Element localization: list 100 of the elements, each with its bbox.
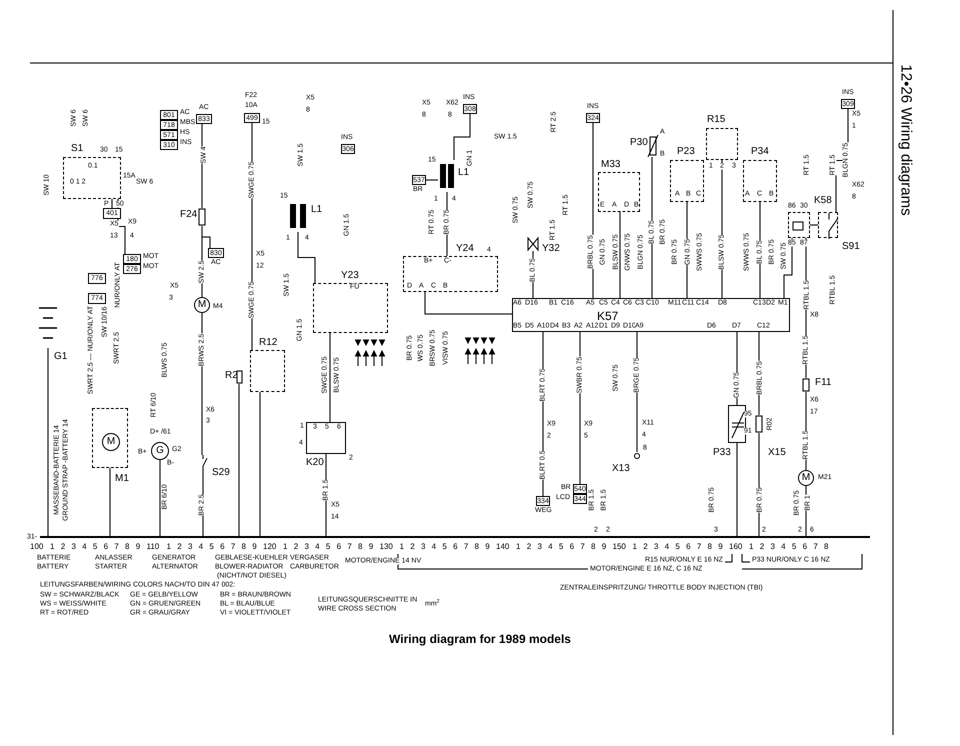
wire	[784, 238, 792, 298]
scale-number: 3	[537, 543, 542, 551]
component-label: K20	[306, 458, 324, 468]
scale-number: 140	[496, 543, 510, 551]
scale-number: 1	[632, 543, 637, 551]
scale-number: 3	[654, 543, 658, 551]
wire	[810, 224, 818, 226]
scale-number: 100	[30, 543, 44, 551]
scale-number: 7	[114, 543, 119, 551]
component-label: M1	[115, 474, 129, 484]
fuse-symbol	[198, 208, 206, 226]
resistor-symbol	[236, 370, 243, 384]
scale-number: 8	[591, 543, 596, 551]
scale-number: 5	[209, 543, 214, 551]
scale-number: 1	[400, 543, 404, 551]
relay-outline	[788, 212, 810, 238]
component-label: P34	[751, 147, 769, 157]
scale-number: 2	[643, 543, 648, 551]
scale-number: 6	[686, 543, 691, 551]
wire	[454, 114, 470, 160]
scale-number: 8	[708, 543, 712, 551]
scale-number: 7	[230, 543, 236, 551]
scale-number: 3	[71, 543, 76, 551]
valve-symbol	[527, 237, 539, 251]
scale-number: 4	[315, 543, 320, 551]
scale-number: 3	[420, 543, 426, 551]
scale-number: 8	[125, 543, 130, 551]
scale-number: 4	[198, 543, 204, 551]
scale-number: 2	[294, 543, 298, 551]
scale-number: 2	[526, 543, 532, 551]
component-label: L1	[311, 205, 322, 215]
scale-number: 1	[166, 543, 171, 551]
component-label: P33	[713, 448, 731, 458]
scale-number: 1	[50, 543, 54, 551]
symbol-letter: M	[106, 435, 116, 449]
scale-number: 7	[580, 543, 585, 551]
scale-number: 3	[188, 543, 192, 551]
scale-number: 6	[220, 543, 225, 551]
scale-number: 8	[474, 543, 479, 551]
scale-number: 5	[92, 543, 98, 551]
component-label: Y24	[456, 244, 474, 254]
component-label: S91	[842, 242, 860, 252]
scale-number: 4	[82, 543, 87, 551]
scale-number: 3	[304, 543, 309, 551]
scale-number: 2	[410, 543, 415, 551]
scale-number: 7	[813, 543, 818, 551]
scale-number: 5	[442, 543, 447, 551]
component-label: F24	[180, 210, 198, 220]
scale-number: 4	[781, 543, 786, 551]
scale-number: 6	[802, 543, 808, 551]
scale-number: 9	[136, 543, 140, 551]
scale-number: 6	[453, 543, 458, 551]
figure-caption: Wiring diagram for 1989 models	[389, 631, 571, 648]
component-label: Y32	[542, 244, 560, 254]
scale-number: 130	[380, 543, 393, 551]
scale-number: 7	[347, 543, 352, 551]
scale-number: 5	[792, 543, 796, 551]
scale-number: 8	[824, 543, 828, 551]
scale-number: 4	[664, 543, 670, 551]
sensor-symbol	[648, 135, 658, 157]
scale-number: 2	[760, 543, 764, 551]
scale-number: 9	[718, 543, 723, 551]
scale-number: 5	[558, 543, 564, 551]
symbol-letter: G	[155, 444, 165, 458]
component-label: X15	[768, 448, 786, 458]
scale-number: 2	[177, 543, 182, 551]
component-label: R15	[707, 115, 726, 125]
component-label: X13	[612, 464, 630, 474]
scale-number: 6	[104, 543, 108, 551]
wire	[424, 292, 512, 314]
resistor-symbol	[755, 415, 763, 433]
component-label: P23	[677, 147, 695, 157]
scale-number: 9	[252, 543, 257, 551]
component-label: P30	[630, 138, 648, 148]
component-label: M33	[601, 160, 620, 170]
component-label: L1	[458, 168, 470, 178]
symbol-letter: M	[196, 298, 208, 312]
scale-number: 110	[146, 543, 160, 551]
component-label: S1	[71, 144, 84, 154]
scale-number: 4	[548, 543, 553, 551]
switch-outline	[818, 212, 838, 238]
wire	[736, 442, 738, 536]
scale-number: 8	[242, 543, 246, 551]
wire	[532, 250, 534, 298]
scale-number: 1	[749, 543, 754, 551]
scale-number: 9	[485, 543, 490, 551]
scale-number: 5	[326, 543, 330, 551]
scale-number: 7	[464, 543, 468, 551]
wire	[298, 232, 316, 284]
scale-number: 7	[696, 543, 702, 551]
scale-number: 6	[570, 543, 574, 551]
symbol-letter: M	[800, 471, 812, 485]
scale-number: 120	[263, 543, 276, 551]
scale-number: 150	[612, 543, 626, 551]
scale-number: 2	[60, 543, 66, 551]
connector-symbol	[634, 452, 640, 460]
starter-outline	[92, 408, 128, 468]
component-label: G1	[54, 352, 68, 362]
fuse-symbol	[802, 378, 810, 392]
wire	[238, 384, 240, 536]
